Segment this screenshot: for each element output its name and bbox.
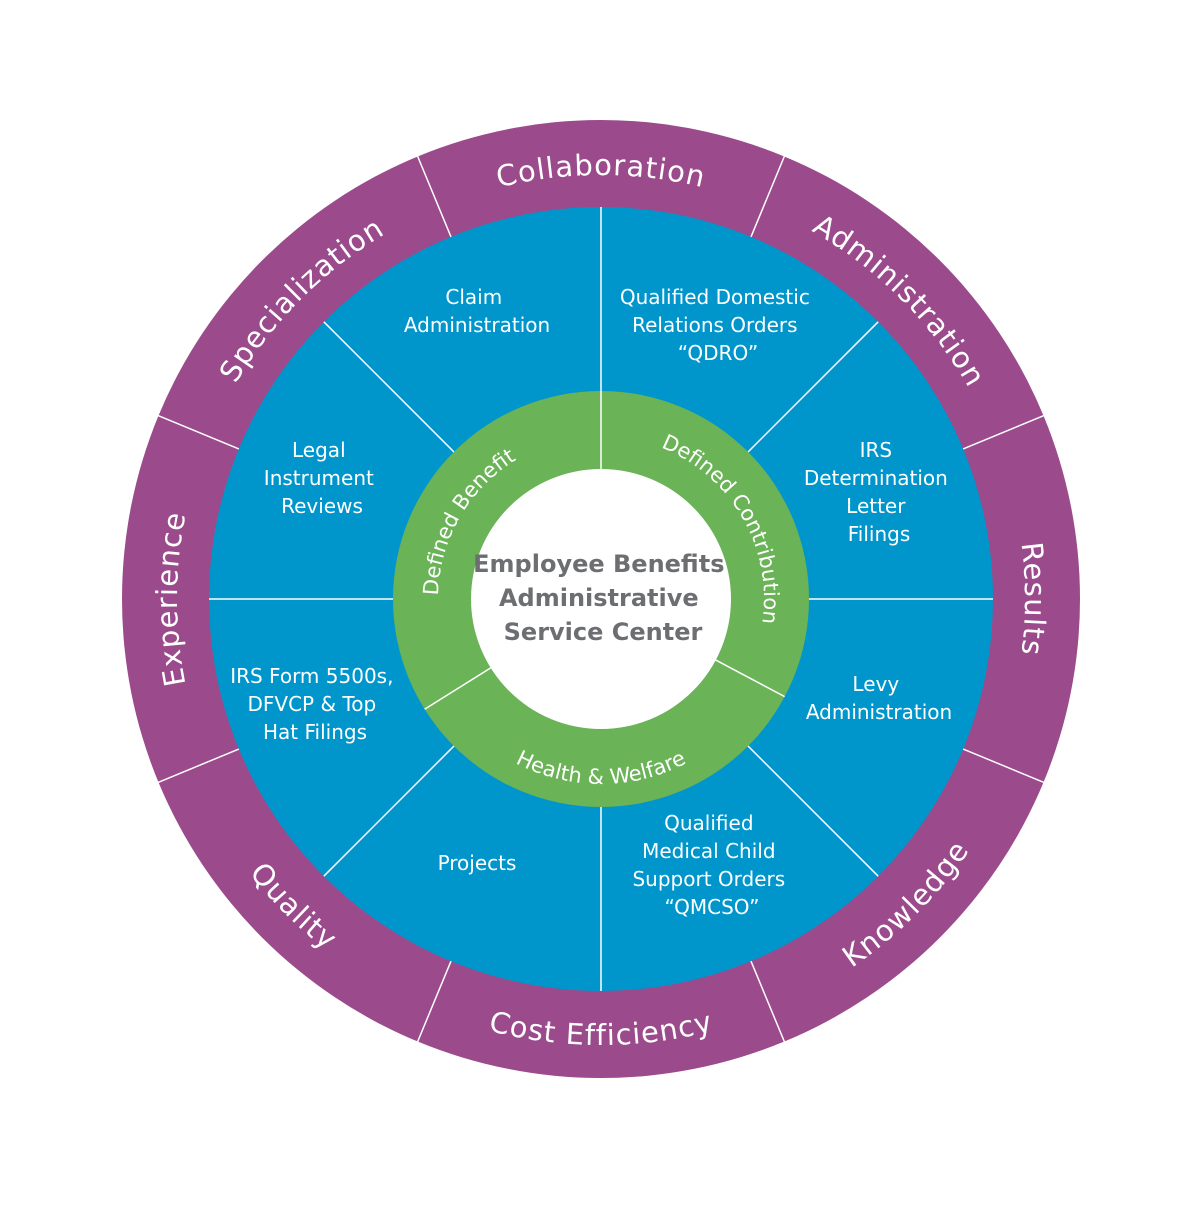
- segment-legal-instrument-reviews: Legal Instrument Reviews: [264, 438, 380, 518]
- center-title: Employee Benefits Administrative Service…: [473, 550, 733, 646]
- outer-divider: [156, 414, 240, 450]
- middle-divider: [323, 745, 455, 877]
- segment-claim-administration: Claim Administration: [404, 285, 550, 337]
- outer-divider: [750, 960, 786, 1044]
- segment-irs-determination: IRS Determination Letter Filings: [804, 438, 954, 546]
- middle-labels: Claim Administration Qualified Domestic …: [230, 285, 954, 919]
- segment-levy-administration: Levy Administration: [806, 672, 952, 724]
- middle-divider: [323, 321, 455, 453]
- segment-qdro: Qualified Domestic Relations Orders “QDR…: [620, 285, 816, 365]
- middle-dividers: [209, 207, 993, 991]
- outer-divider: [962, 414, 1046, 450]
- center-circle: [471, 469, 731, 729]
- middle-divider: [747, 321, 879, 453]
- outer-dividers: [156, 154, 1046, 1044]
- segment-qmcso: Qualified Medical Child Support Orders “…: [632, 811, 791, 919]
- inner-divider: [424, 667, 492, 710]
- outer-divider: [416, 154, 452, 238]
- segment-projects: Projects: [438, 851, 517, 875]
- outer-label-results: Results: [1014, 540, 1052, 657]
- outer-divider: [416, 960, 452, 1044]
- outer-divider: [156, 748, 240, 784]
- inner-divider: [715, 659, 786, 698]
- inner-dividers: [424, 391, 786, 710]
- middle-divider: [747, 745, 879, 877]
- outer-divider: [962, 748, 1046, 784]
- outer-divider: [750, 154, 786, 238]
- segment-irs-form-5500s: IRS Form 5500s, DFVCP & Top Hat Filings: [230, 664, 400, 744]
